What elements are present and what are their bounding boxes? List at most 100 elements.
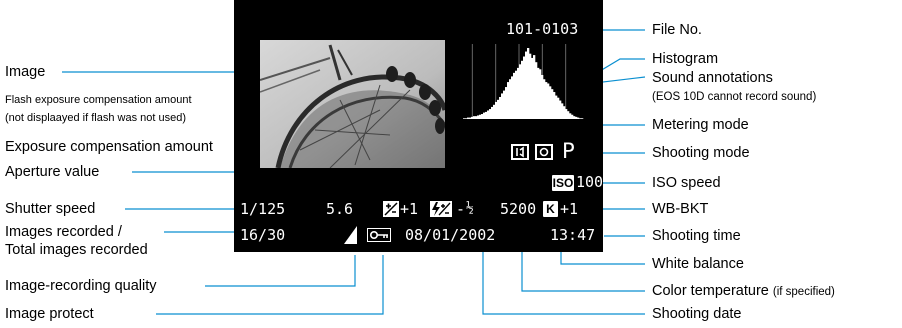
label-quality: Image-recording quality [5, 278, 157, 294]
histogram-bar [555, 95, 558, 119]
histogram-bar [579, 118, 582, 119]
iso-value: 100 [576, 173, 604, 191]
histogram-bar [577, 117, 580, 119]
histogram-bar [491, 106, 494, 119]
shooting-time: 13:47 [550, 226, 596, 244]
histogram-bar [479, 114, 482, 119]
white-balance-k-badge: K [543, 201, 558, 217]
label-white-balance: White balance [652, 256, 744, 272]
histogram-bar [519, 64, 522, 119]
histogram-bar [489, 109, 492, 119]
iso-badge: ISO [552, 175, 574, 191]
histogram-bar [573, 116, 576, 119]
histogram-bar [511, 76, 514, 119]
label-file-no: File No. [652, 22, 702, 38]
histogram-bar [575, 116, 578, 119]
histogram-bar [469, 117, 472, 119]
label-total-images: Total images recorded [5, 242, 148, 258]
histogram-bar [529, 53, 532, 119]
histogram-bar [513, 72, 516, 119]
histogram-bar [527, 48, 530, 119]
histogram-bar [507, 82, 510, 119]
file-number: 101-0103 [506, 20, 579, 38]
histogram-bar [535, 62, 538, 119]
sound-annotation-icon [511, 144, 529, 160]
histogram-bar [543, 79, 546, 119]
exposure-compensation-amount: +1 [400, 200, 419, 218]
histogram-bar [531, 57, 534, 119]
label-color-temp: Color temperature (if specified) [652, 284, 835, 299]
exposure-compensation-icon [383, 201, 399, 217]
shooting-mode: P [562, 139, 575, 163]
histogram-bar [553, 92, 556, 119]
histogram-bar [477, 115, 480, 119]
histogram-bar [481, 114, 484, 119]
label-shooting-date: Shooting date [652, 306, 742, 322]
quality-icon [344, 226, 357, 244]
flash-compensation-icon [430, 201, 452, 217]
flash-compensation-fraction: ½ [466, 201, 474, 216]
label-flash-comp: Flash exposure compensation amount [5, 94, 192, 106]
histogram-bar [475, 116, 478, 119]
histogram-bar [515, 70, 518, 119]
histogram-bar [497, 99, 500, 119]
label-exposure-comp: Exposure compensation amount [5, 139, 213, 155]
leader-quality [205, 255, 356, 287]
aperture-value: 5.6 [326, 200, 354, 218]
label-color-temp-text: Color temperature [652, 283, 769, 299]
histogram-bar [465, 118, 468, 119]
histogram-bar [561, 103, 564, 119]
histogram [449, 44, 589, 119]
label-sound-note: (EOS 10D cannot record sound) [652, 91, 817, 103]
histogram-bar [483, 112, 486, 119]
label-iso: ISO speed [652, 175, 721, 191]
label-wb-bkt: WB-BKT [652, 201, 709, 217]
shutter-speed: 1/125 [240, 200, 286, 218]
histogram-bar [505, 87, 508, 119]
label-shooting-mode: Shooting mode [652, 145, 750, 161]
images-count: 16/30 [240, 226, 286, 244]
histogram-bar [503, 90, 506, 119]
histogram-bar [537, 67, 540, 119]
label-metering: Metering mode [652, 117, 749, 133]
histogram-bar [567, 111, 570, 119]
lcd-screen: 101-0103 P ISO 100 1/125 5.6 +1 - ½ 5200… [234, 0, 603, 252]
histogram-bar [549, 86, 552, 119]
histogram-bar [581, 118, 584, 119]
label-sound: Sound annotations [652, 70, 773, 86]
histogram-bar [559, 100, 562, 119]
histogram-bar [523, 56, 526, 119]
histogram-bar [525, 51, 528, 119]
color-temperature-value: 5200 [500, 200, 537, 218]
histogram-bar [517, 67, 520, 119]
flash-compensation-sign: - [456, 200, 466, 218]
histogram-bar [509, 79, 512, 119]
label-shutter: Shutter speed [5, 201, 96, 217]
label-color-temp-note: (if specified) [772, 286, 835, 298]
histogram-bar [541, 74, 544, 119]
histogram-bar [495, 101, 498, 119]
histogram-bar [539, 69, 542, 119]
histogram-bar [571, 114, 574, 119]
histogram-bar [533, 55, 536, 119]
protect-icon [367, 228, 391, 242]
label-protect: Image protect [5, 306, 94, 322]
histogram-bar [473, 116, 476, 119]
wb-bkt-value: +1 [560, 200, 579, 218]
label-flash-comp-note: (not displaayed if flash was not used) [5, 112, 186, 124]
histogram-bar [569, 113, 572, 119]
histogram-bar [547, 83, 550, 119]
histogram-bar [501, 93, 504, 119]
image-thumbnail [260, 40, 445, 168]
label-image: Image [5, 64, 46, 80]
label-images-recorded: Images recorded / [5, 224, 122, 240]
histogram-bar [563, 106, 566, 119]
histogram-bar [487, 110, 490, 119]
label-histogram: Histogram [652, 51, 719, 67]
histogram-bar [545, 82, 548, 119]
label-aperture: Aperture value [5, 164, 100, 180]
histogram-bar [557, 97, 560, 119]
histogram-bar [499, 96, 502, 119]
histogram-bar [471, 116, 474, 119]
shooting-date: 08/01/2002 [405, 226, 496, 244]
